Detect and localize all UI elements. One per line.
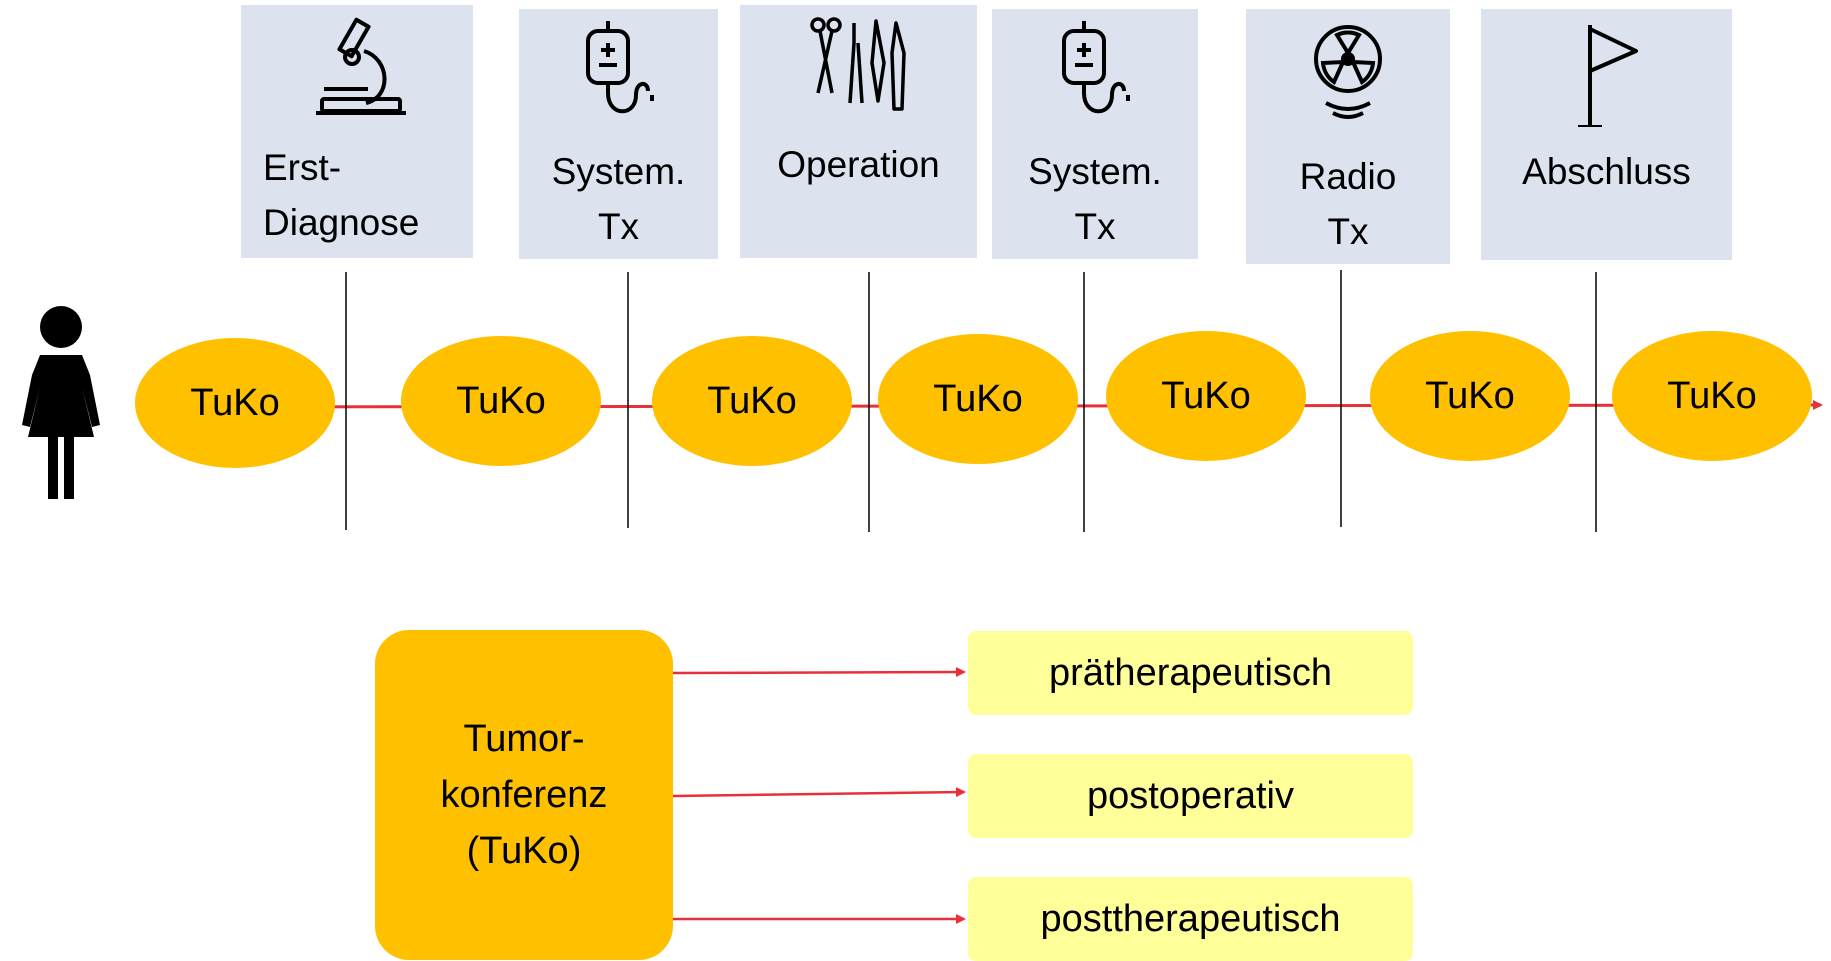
tuko-label: TuKo [456,379,546,422]
tuko-label: TuKo [1425,374,1515,417]
connector-arrow [672,667,966,678]
tuko-label: TuKo [190,381,280,424]
stage-label-line1: System. [1028,151,1162,192]
surgical-instruments-icon [740,13,977,123]
tuko-ellipse: TuKo [878,334,1078,464]
connector-arrow [672,787,966,798]
tuko-label: TuKo [1161,374,1251,417]
radiation-icon [1246,17,1450,127]
type-box-postoperativ: postoperativ [968,754,1413,838]
stage-label-line2: Tx [597,206,640,247]
stage-label-line2: Tx [1074,206,1116,247]
stage-abschluss: Abschluss [1481,9,1732,260]
iv-drip-icon [519,17,718,127]
iv-drip-icon [992,17,1198,127]
tuko-ellipse: TuKo [652,336,852,466]
tuko-ellipse: TuKo [1106,331,1306,461]
stage-label-line1: Operation [777,144,940,185]
tumorkonferenz-box: Tumor- konferenz (TuKo) [375,630,673,960]
tumorkonferenz-line2: konferenz [440,774,608,816]
microscope-icon [241,13,473,123]
stage-erst-diagnose: Erst- Diagnose [241,5,473,258]
stage-label-line2: Tx [1327,211,1369,252]
stage-radio-tx: Radio Tx [1246,9,1450,264]
tuko-ellipse: TuKo [1612,331,1812,461]
stage-label-line1: Radio [1299,156,1397,197]
type-box-praetherapeutisch: prätherapeutisch [968,631,1413,715]
stage-system-tx-1: System. Tx [519,9,718,259]
stage-operation: Operation [740,5,977,258]
stage-label-line1: Erst- [263,147,342,188]
tuko-label: TuKo [707,379,797,422]
flag-icon [1481,17,1732,127]
stage-label-line2: Diagnose [263,202,420,243]
tuko-label: TuKo [1667,374,1757,417]
woman-icon [10,305,112,505]
tuko-ellipse: TuKo [1370,331,1570,461]
tumorkonferenz-line3: (TuKo) [466,830,582,872]
tuko-label: TuKo [933,377,1023,420]
type-label: postoperativ [1086,774,1294,817]
type-box-posttherapeutisch: posttherapeutisch [968,877,1413,961]
type-label: posttherapeutisch [1040,897,1341,940]
type-label: prätherapeutisch [1048,651,1333,694]
stage-label-line1: System. [551,151,686,192]
stage-label-line1: Abschluss [1522,151,1691,192]
tuko-ellipse: TuKo [401,336,601,466]
tuko-ellipse: TuKo [135,338,335,468]
tumorkonferenz-line1: Tumor- [463,718,585,760]
stage-system-tx-2: System. Tx [992,9,1198,259]
